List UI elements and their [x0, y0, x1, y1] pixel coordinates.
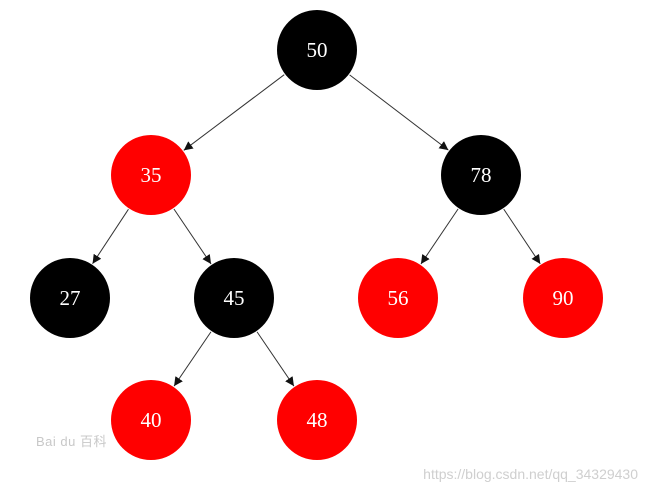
- node-circle-black: [30, 258, 110, 338]
- node-label: 40: [141, 408, 162, 432]
- node-circle-black: [277, 10, 357, 90]
- tree-node-35: 35: [111, 135, 191, 215]
- node-label: 90: [553, 286, 574, 310]
- node-label: 45: [224, 286, 245, 310]
- edge-45-40: [173, 331, 212, 387]
- node-circle-red: [277, 380, 357, 460]
- tree-node-78: 78: [441, 135, 521, 215]
- node-label: 56: [388, 286, 409, 310]
- edge-35-45: [173, 208, 212, 265]
- node-label: 48: [307, 408, 328, 432]
- tree-node-90: 90: [523, 258, 603, 338]
- node-label: 35: [141, 163, 162, 187]
- node-circle-red: [111, 135, 191, 215]
- node-label: 27: [60, 286, 81, 310]
- nodes-layer: 50 35 78 27 45 56 90 40 48: [30, 10, 603, 460]
- node-circle-red: [358, 258, 438, 338]
- tree-node-45: 45: [194, 258, 274, 338]
- baidu-watermark: Bai du 百科: [36, 434, 107, 449]
- edge-50-78: [349, 74, 449, 151]
- node-circle-red: [111, 380, 191, 460]
- tree-node-27: 27: [30, 258, 110, 338]
- node-circle-black: [194, 258, 274, 338]
- edge-78-56: [420, 208, 459, 265]
- tree-node-50: 50: [277, 10, 357, 90]
- edge-78-90: [503, 208, 541, 265]
- node-circle-black: [441, 135, 521, 215]
- node-label: 78: [471, 163, 492, 187]
- edge-50-35: [183, 74, 285, 151]
- node-label: 50: [307, 38, 328, 62]
- tree-node-56: 56: [358, 258, 438, 338]
- tree-node-40: 40: [111, 380, 191, 460]
- source-url-watermark: https://blog.csdn.net/qq_34329430: [423, 466, 638, 482]
- node-circle-red: [523, 258, 603, 338]
- edge-45-48: [256, 331, 295, 387]
- tree-node-48: 48: [277, 380, 357, 460]
- edge-35-27: [92, 208, 129, 265]
- edges-layer: [92, 74, 541, 387]
